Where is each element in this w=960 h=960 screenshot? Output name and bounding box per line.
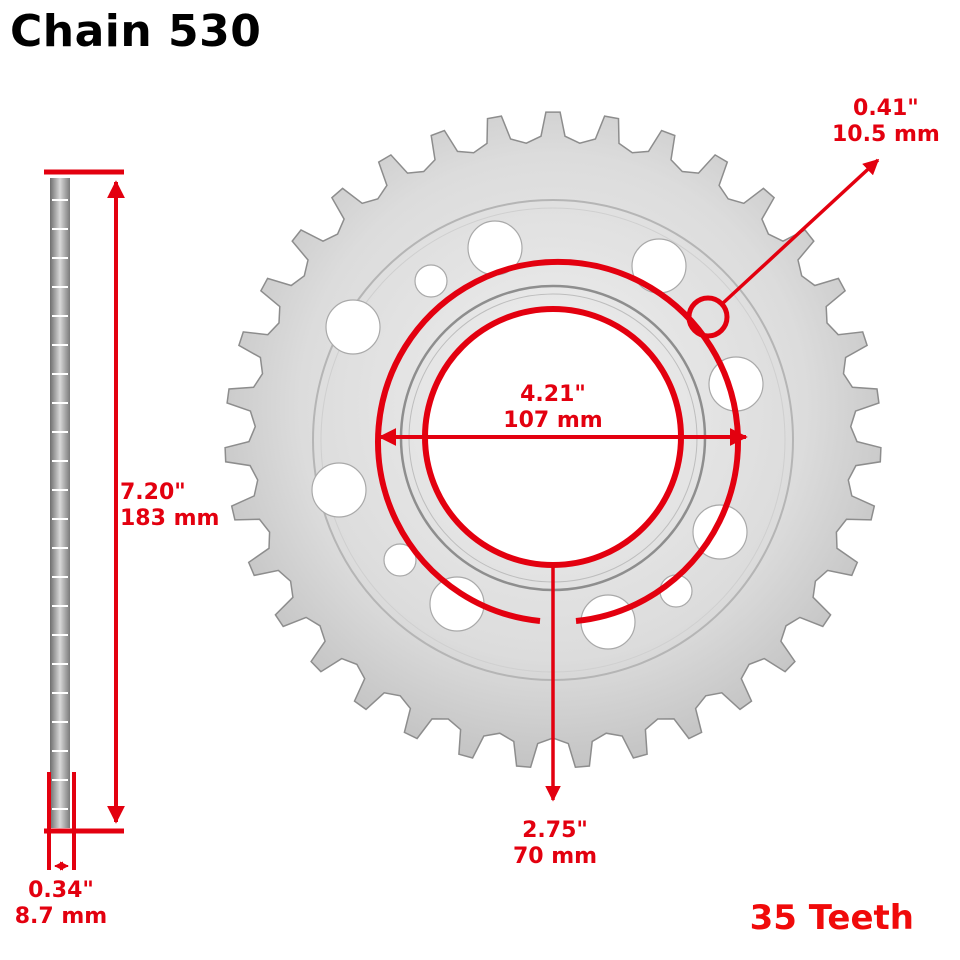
outer-diameter-mm: 183 mm <box>120 506 220 531</box>
outer-diameter-inch: 7.20" <box>120 480 186 505</box>
bolt-hole-mm: 10.5 mm <box>832 122 940 147</box>
teeth-count-label: 35 Teeth <box>749 898 914 938</box>
sprocket-side-view <box>50 178 70 828</box>
bolt-circle-mm: 107 mm <box>503 408 603 433</box>
center-bore-mm: 70 mm <box>512 844 598 869</box>
page-title: Chain 530 <box>10 6 262 57</box>
bolt-hole-dimension-label: 0.41" 10.5 mm <box>832 96 940 148</box>
dimension-lines <box>44 158 880 871</box>
thickness-dimension-label: 0.34" 8.7 mm <box>2 878 120 930</box>
center-bore-inch: 2.75" <box>522 818 588 843</box>
bolt-circle-dimension-label: 4.21" 107 mm <box>480 382 626 434</box>
thickness-inch: 0.34" <box>28 878 94 903</box>
bolt-hole-inch: 0.41" <box>853 96 919 121</box>
bolt-circle-inch: 4.21" <box>520 382 586 407</box>
thickness-mm: 8.7 mm <box>14 904 108 929</box>
center-bore-dimension-label: 2.75" 70 mm <box>500 818 610 870</box>
lightening-holes <box>311 220 764 650</box>
outer-diameter-dimension-label: 7.20" 183 mm <box>120 480 219 532</box>
